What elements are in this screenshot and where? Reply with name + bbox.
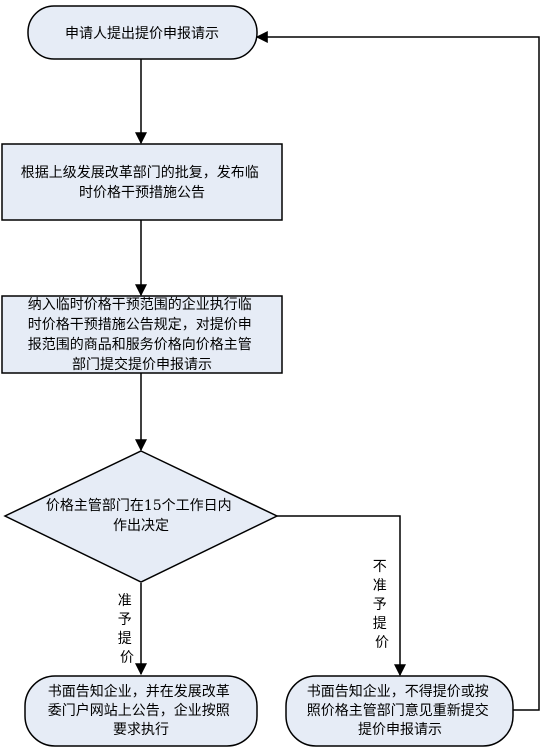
publish-node-text: 根据上级发展改革部门的批复，发布临 时价格干预措施公告 [21,164,263,201]
approve-result-node-text: 书面告知企业，并在发展改革 委门户网站上公告，企业按照 要求执行 [48,683,234,738]
edge-labels: 准 予 提 价 不 准 予 提 价 [118,559,391,666]
approve-result-node [24,675,258,747]
submit-node [1,295,283,374]
edge-reject-loop-back [255,31,540,711]
edge-reject [277,515,406,677]
edges [135,31,540,711]
reject-result-node [285,675,514,747]
nodes: 申请人提出提价申报请示 根据上级发展改革部门的批复，发布临 时价格干预措施公告 … [1,5,514,747]
start-node [27,5,258,60]
publish-node [1,143,283,221]
start-node-text: 申请人提出提价申报请示 [65,26,219,42]
submit-node-text: 纳入临时价格干预范围的企业执行临 时价格干预措施公告规定，对提价申 报范围的商品… [28,296,256,373]
decision-node [3,450,279,583]
approve-edge-label: 准 予 提 价 [118,593,136,666]
decision-node-text: 价格主管部门在15个工作日内 作出决定 [46,498,236,534]
reject-result-node-text: 书面告知企业，不得提价或按 照价格主管部门意见重新提交 提价申报请示 [307,683,493,738]
reject-edge-label: 不 准 予 提 价 [373,559,391,651]
